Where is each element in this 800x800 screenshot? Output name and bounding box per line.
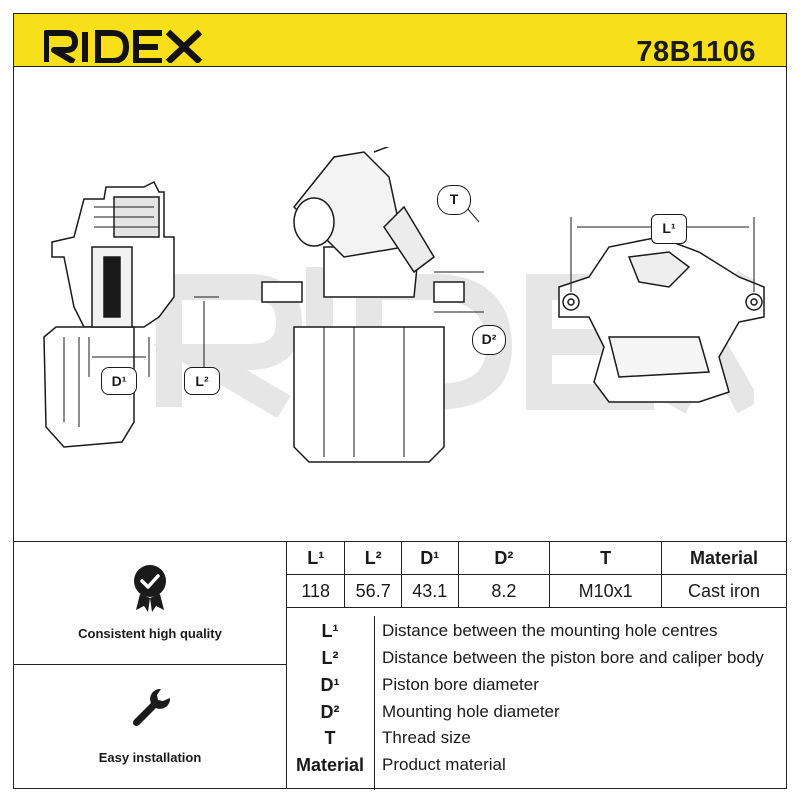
- caliper-top-view: [558, 217, 765, 403]
- spec-value-d1: 43.1: [400, 574, 459, 608]
- caliper-section-view: [43, 180, 219, 448]
- badge-check-icon: [134, 565, 166, 612]
- spec-header-l2: L²: [344, 542, 402, 575]
- spec-value-d2: 8.2: [457, 574, 551, 608]
- spec-header-d2: D²: [457, 542, 551, 575]
- legend-separator: [374, 616, 375, 790]
- legend-row: L¹ Distance between the mounting hole ce…: [286, 621, 787, 647]
- header: 78B1106: [0, 0, 800, 68]
- dim-label-t: T: [437, 185, 471, 215]
- spec-header-material: Material: [661, 542, 786, 575]
- legend-key: Material: [295, 755, 365, 775]
- part-number: 78B1106: [636, 36, 756, 68]
- spec-header-t: T: [549, 542, 663, 575]
- dim-label-d2: D²: [472, 325, 506, 355]
- spec-value-l2: 56.7: [344, 574, 402, 608]
- dim-label-d1: D¹: [101, 367, 137, 395]
- legend-key: L¹: [321, 621, 339, 641]
- spec-value-material: Cast iron: [661, 574, 786, 608]
- feature-divider: [14, 664, 287, 665]
- legend-row: D¹ Piston bore diameter: [286, 675, 787, 701]
- spec-header-l1: L¹: [285, 542, 346, 575]
- spec-value-row: 118 56.7 43.1 8.2 M10x1 Cast iron: [285, 574, 786, 608]
- legend-key: T: [324, 728, 336, 748]
- legend-desc: Mounting hole diameter: [382, 702, 560, 721]
- legend-row: T Thread size: [286, 728, 787, 754]
- legend-left-border: [286, 607, 287, 788]
- brand-logo-graphic: [43, 29, 203, 65]
- legend-row: Material Product material: [286, 755, 787, 781]
- legend-desc: Distance between the mounting hole centr…: [382, 621, 718, 640]
- feature-quality-label: Consistent high quality: [78, 626, 222, 641]
- legend-key: D¹: [320, 675, 340, 695]
- feature-installation-label: Easy installation: [98, 750, 202, 765]
- dim-label-l2: L²: [184, 367, 220, 395]
- header-bar: 78B1106: [13, 13, 787, 68]
- legend-row: L² Distance between the piston bore and …: [286, 648, 787, 674]
- feature-installation: Easy installation: [14, 665, 286, 789]
- wrench-icon: [132, 688, 171, 727]
- caliper-front-view: [261, 147, 484, 463]
- legend-key: L²: [321, 648, 339, 668]
- spec-header-row: L¹ L² D¹ D² T Material: [285, 542, 786, 575]
- spec-section: Consistent high quality Easy installatio…: [13, 541, 787, 790]
- spec-table: L¹ L² D¹ D² T Material 118 56.7 43.1 8.2…: [285, 542, 786, 608]
- legend-key: D²: [320, 702, 340, 722]
- legend-desc: Thread size: [382, 728, 471, 747]
- legend-desc: Distance between the piston bore and cal…: [382, 648, 764, 667]
- spec-value-t: M10x1: [549, 574, 663, 608]
- feature-quality: Consistent high quality: [14, 542, 286, 664]
- legend-row: D² Mounting hole diameter: [286, 702, 787, 728]
- legend-desc: Product material: [382, 755, 506, 774]
- legend-desc: Piston bore diameter: [382, 675, 539, 694]
- spec-value-l1: 118: [285, 574, 346, 608]
- brand-logo: [43, 29, 206, 68]
- technical-drawing-area: D¹ L² T D²: [13, 67, 787, 542]
- dim-label-l1: L¹: [651, 214, 687, 244]
- spec-header-d1: D¹: [400, 542, 459, 575]
